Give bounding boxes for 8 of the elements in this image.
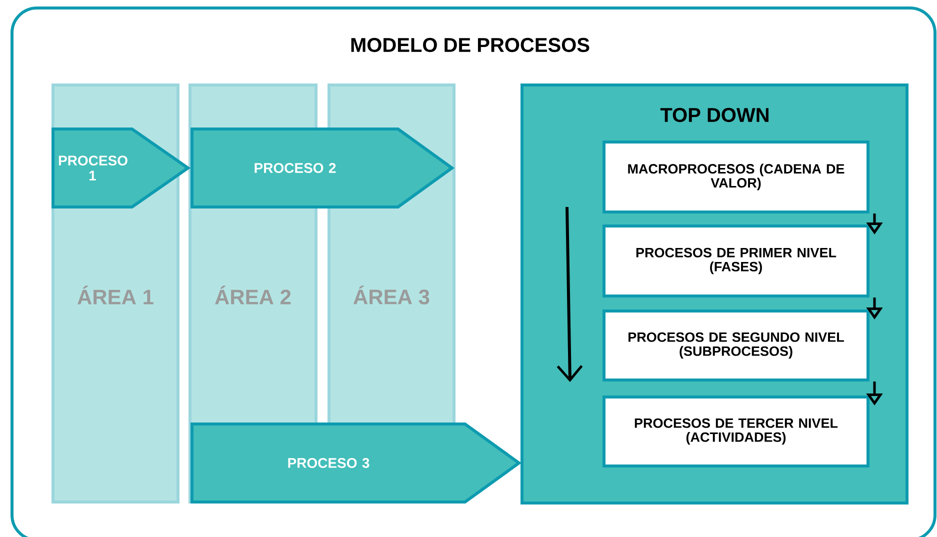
process-pentagon: PROCESO 3 [190,422,522,504]
level-box: PROCESOS DE PRIMER NIVEL (FASES) [602,224,870,298]
title: MODELO DE PROCESOS [351,38,590,52]
level-box: PROCESOS DE TERCER NIVEL (ACTIVIDADES) [602,396,870,468]
process-pentagon: PROCESO 2 [190,128,455,208]
level-box: MACROPROCESOS (CADENA DE VALOR) [602,140,870,214]
process-pentagon: PROCESO 1 [52,128,191,208]
level-box: PROCESOS DE SEGUNDO NIVEL (SUBPROCESOS) [602,310,870,382]
